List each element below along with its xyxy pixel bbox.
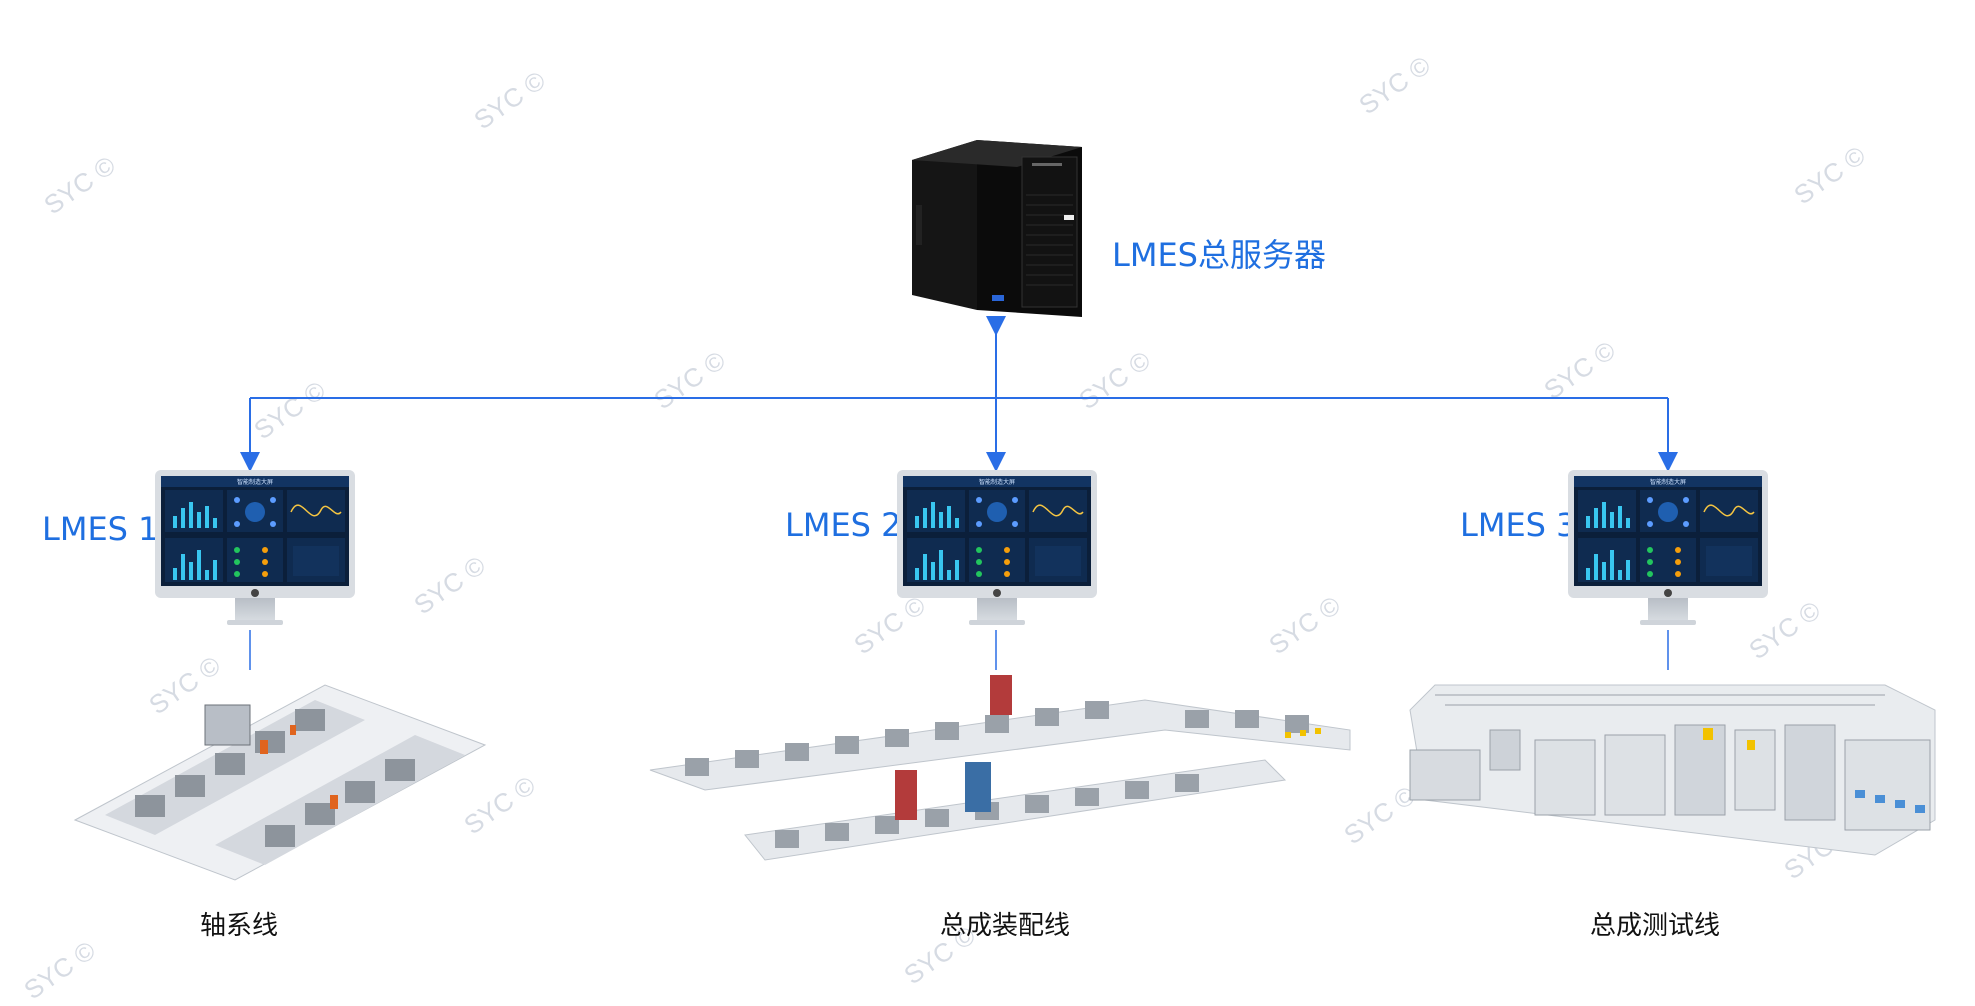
dashboard-screen-1: 智能制造大屏 — [161, 476, 349, 586]
monitor-1: 智能制造大屏 — [155, 470, 355, 635]
apple-logo-icon — [251, 589, 259, 597]
server-tower-icon — [912, 140, 1082, 317]
test-line-equipment-icon — [1409, 684, 1936, 856]
apple-logo-icon — [1664, 589, 1672, 597]
shafting-line-equipment-icon — [73, 684, 487, 881]
lmes-3-label: LMES 3 — [1460, 506, 1577, 544]
assembly-line-equipment-icon — [649, 675, 1351, 861]
lmes-2-label: LMES 2 — [785, 506, 902, 544]
dashboard-screen-3: 智能制造大屏 — [1574, 476, 1762, 586]
server-label: LMES总服务器 — [1112, 236, 1326, 274]
monitor-2: 智能制造大屏 — [897, 470, 1097, 635]
monitor-3: 智能制造大屏 — [1568, 470, 1768, 635]
line-name-1: 轴系线 — [200, 911, 279, 941]
line-name-3: 总成测试线 — [1590, 911, 1721, 941]
dashboard-screen-2: 智能制造大屏 — [903, 476, 1091, 586]
lmes-1-label: LMES 1 — [42, 510, 159, 548]
line-name-2: 总成装配线 — [940, 911, 1071, 941]
screen-title-2: 智能制造大屏 — [978, 479, 1015, 486]
screen-title-3: 智能制造大屏 — [1649, 479, 1686, 486]
screen-title-1: 智能制造大屏 — [236, 479, 273, 486]
apple-logo-icon — [993, 589, 1001, 597]
